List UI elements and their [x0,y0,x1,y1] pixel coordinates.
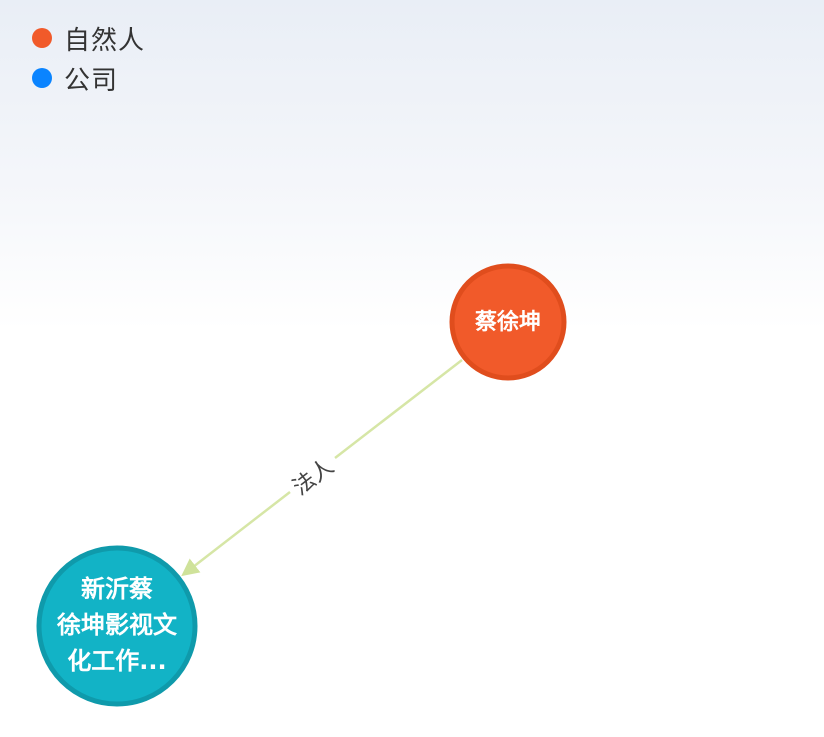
node-label: 蔡徐坤 [474,309,541,335]
legend-label: 自然人 [64,25,146,56]
edge-label: 法人 [289,454,339,500]
person-dot-icon [32,28,52,48]
legend: 自然人 公司 [32,18,145,98]
legend-label: 公司 [64,65,119,96]
node-label-line: 新沂蔡 [81,575,153,603]
legend-item-person[interactable]: 自然人 [32,18,145,58]
node-label-line: 化工作... [67,647,166,675]
legend-item-company[interactable]: 公司 [32,58,145,98]
company-dot-icon [32,68,52,88]
node-company[interactable]: 新沂蔡 徐坤影视文 化工作... [36,545,198,707]
edge-legal-rep[interactable]: 法人 [181,359,463,577]
node-person[interactable]: 蔡徐坤 [449,263,567,381]
node-label-line: 徐坤影视文 [56,611,178,639]
